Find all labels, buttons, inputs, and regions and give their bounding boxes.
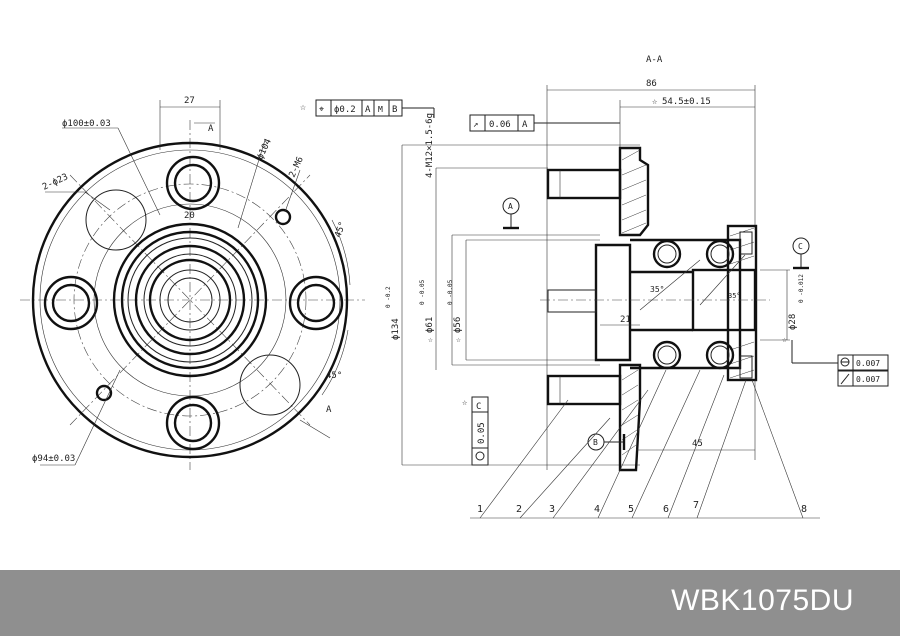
- dim-base: ϕ94±0.03: [32, 454, 75, 464]
- svg-text:B: B: [392, 105, 397, 115]
- dim-27: 27: [184, 96, 195, 106]
- bearing-ball: [705, 239, 735, 269]
- callout-1: 1: [477, 504, 483, 515]
- dim-54-5: 54.5±0.15: [662, 97, 711, 107]
- svg-text:ϕ0.2: ϕ0.2: [334, 105, 356, 115]
- svg-text:0.06: 0.06: [489, 120, 511, 130]
- svg-text:☆: ☆: [652, 97, 658, 107]
- svg-text:M: M: [378, 105, 383, 114]
- tol-56: 0 -0.05: [447, 279, 454, 305]
- front-view: 27 ϕ100±0.03 2-ϕ23 20 ϕ104 2-M6 45° 45° …: [20, 96, 365, 470]
- m6-hole: [274, 208, 292, 226]
- lightening-hole: [239, 354, 301, 416]
- dim-pcd: ϕ100±0.03: [62, 119, 111, 129]
- bearing-ball: [652, 239, 682, 269]
- stud-hole-top: [165, 155, 221, 211]
- section-title: A-A: [646, 55, 663, 65]
- datum-a: A: [502, 197, 520, 230]
- svg-text:A: A: [522, 120, 528, 130]
- callout-4: 4: [594, 504, 600, 515]
- section-mark-bottom: A: [326, 405, 332, 415]
- dim-56: ϕ56: [453, 317, 463, 333]
- tol-28: 0 -0.012: [798, 274, 805, 303]
- svg-text:C: C: [798, 242, 803, 251]
- callout-6: 6: [663, 504, 669, 515]
- wheel-stud: [546, 168, 622, 200]
- tolerance-position: ☆ ⌖ ϕ0.2 A M B: [300, 99, 435, 118]
- dim-m6: 2-M6: [288, 155, 306, 179]
- dim-holes: 2-ϕ23: [41, 172, 70, 193]
- dim-pilot: 20: [184, 211, 195, 221]
- datum-c: C: [792, 237, 810, 270]
- tolerance-flatness: 0.007: [837, 354, 889, 371]
- svg-text:☆: ☆: [782, 335, 787, 344]
- callout-3: 3: [549, 504, 555, 515]
- svg-text:0.05: 0.05: [477, 422, 487, 444]
- dim-studs: 4-M12×1.5-6g: [425, 113, 435, 178]
- callout-7: 7: [693, 500, 699, 511]
- stud-hole-left: [43, 275, 99, 331]
- stud-hole-bottom: [165, 395, 221, 451]
- section-view: A-A 86 ☆ 54.5±0.15 4-M12×1.5-6g ϕ134 0 -…: [385, 55, 820, 519]
- wheel-stud: [546, 374, 622, 406]
- callout-2: 2: [516, 504, 522, 515]
- technical-drawing: 27 ϕ100±0.03 2-ϕ23 20 ϕ104 2-M6 45° 45° …: [20, 55, 889, 519]
- svg-text:☆: ☆: [428, 335, 433, 344]
- footer-bar: WBK1075DU: [0, 570, 900, 636]
- dim-angle-bottom: 45°: [326, 371, 342, 381]
- section-mark-top: A: [208, 124, 214, 134]
- svg-text:C: C: [476, 402, 481, 412]
- callout-5: 5: [628, 504, 634, 515]
- svg-text:☆: ☆: [300, 102, 306, 113]
- svg-text:A: A: [365, 105, 371, 115]
- dim-134: ϕ134: [391, 318, 401, 340]
- dim-61: ϕ61: [425, 317, 435, 333]
- svg-text:⌖: ⌖: [319, 105, 324, 115]
- svg-text:A: A: [508, 202, 513, 211]
- dim-28: ϕ28: [788, 314, 798, 330]
- lightening-hole: [85, 189, 147, 251]
- svg-text:0.007: 0.007: [856, 359, 880, 368]
- svg-text:B: B: [593, 438, 598, 447]
- dim-45: 45: [692, 439, 703, 449]
- svg-text:0.007: 0.007: [856, 375, 880, 384]
- callout-8: 8: [801, 504, 807, 515]
- dim-angle-top: 45°: [333, 220, 348, 239]
- stud-hole-right: [288, 275, 344, 331]
- m6-hole: [95, 384, 113, 402]
- dim-angle-1: 35°: [650, 285, 664, 294]
- svg-text:☆: ☆: [456, 335, 461, 344]
- dim-21: 21: [620, 315, 631, 325]
- bearing-ball: [705, 340, 735, 370]
- tol-61: 0 -0.05: [419, 279, 426, 305]
- dim-104: ϕ104: [256, 137, 274, 161]
- svg-text:↗: ↗: [473, 120, 478, 130]
- tol-134: 0 -0.2: [385, 286, 392, 308]
- tolerance-cylindricity: 0.007: [837, 370, 889, 387]
- tolerance-runout-c: ☆ C 0.05: [462, 396, 489, 466]
- part-code: WBK1075DU: [671, 584, 854, 617]
- dim-86: 86: [646, 79, 657, 89]
- svg-text:☆: ☆: [462, 398, 468, 408]
- bearing-ball: [652, 340, 682, 370]
- tolerance-runout-a: ↗ 0.06 A: [469, 114, 620, 132]
- dim-angle-2: 35°: [728, 292, 741, 300]
